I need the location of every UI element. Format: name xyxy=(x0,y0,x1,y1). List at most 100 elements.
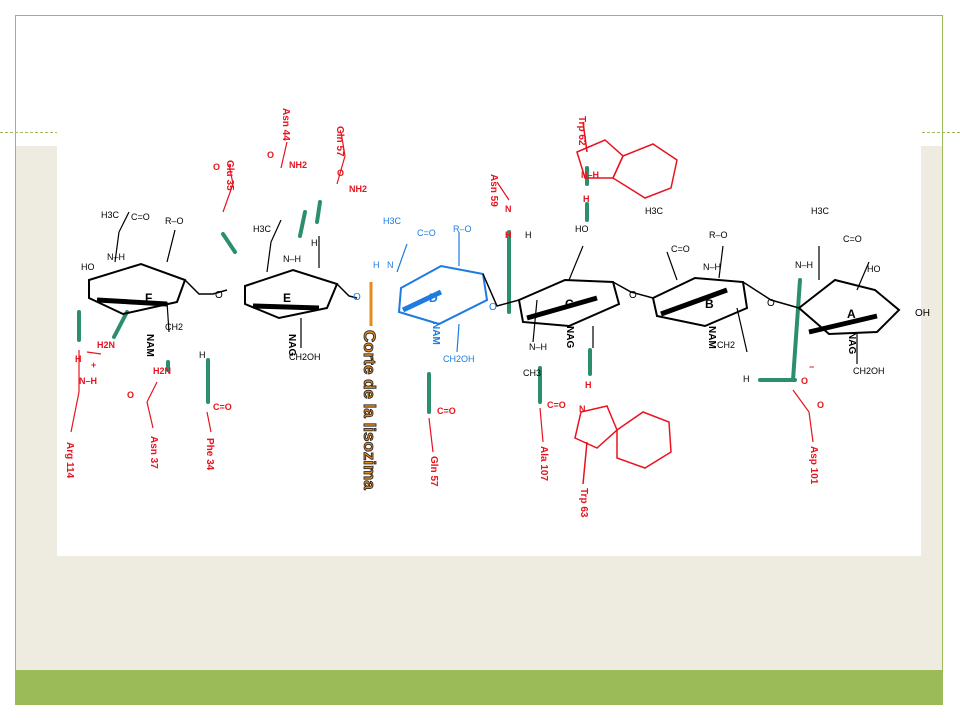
carbonyl-label: C=O xyxy=(843,234,862,244)
h-label: H xyxy=(525,230,532,240)
sugar-ring-e: E NAG xyxy=(244,268,339,356)
residue-asn44: Asn 44 xyxy=(280,108,291,141)
ring-type-label: NAG xyxy=(846,332,857,354)
ro-label: R–O xyxy=(453,224,472,234)
carbonyl-label: C=O xyxy=(417,228,436,238)
ring-letter: A xyxy=(847,307,856,321)
sugar-ring-f: F NAM xyxy=(88,262,187,357)
ring-type-label: NAM xyxy=(144,334,155,357)
charge-minus: − xyxy=(809,362,814,372)
residue-trp63: Trp 63 xyxy=(578,488,589,518)
h3c-label: H3C xyxy=(811,206,830,216)
residue-gln57: Gln 57 xyxy=(334,126,345,157)
trp63-indole xyxy=(574,405,672,485)
nh-label: N–H xyxy=(529,342,547,352)
h-label: H xyxy=(75,354,82,364)
bridge-oxygen: O xyxy=(767,298,775,309)
nh-label: N–H xyxy=(703,262,721,272)
ch2oh-label: CH2OH xyxy=(289,352,321,362)
residue-ala107: Ala 107 xyxy=(538,446,549,481)
ring-letter: F xyxy=(145,291,152,305)
n-label: N xyxy=(579,404,586,414)
ch2oh-label: CH2OH xyxy=(443,354,475,364)
hydrogen-bonds xyxy=(77,166,802,414)
ring-letter: B xyxy=(705,297,714,311)
footer-bar xyxy=(16,670,942,704)
ring-type-label: NAG xyxy=(564,326,575,348)
h3c-label: H3C xyxy=(101,210,120,220)
h2n-label: H2N xyxy=(153,366,171,376)
residue-phe34: Phe 34 xyxy=(204,438,215,471)
residue-trp62: Trp 62 xyxy=(576,116,587,146)
h-label: H xyxy=(583,194,590,204)
residue-gln57b: Gln 57 xyxy=(428,456,439,487)
terminal-oh: OH xyxy=(915,308,930,319)
sugar-ring-c: C NAG xyxy=(517,278,621,348)
ring-type-label: NAM xyxy=(430,322,441,345)
sugar-ring-d: D NAM xyxy=(397,264,489,345)
carbonyl-label: C=O xyxy=(671,244,690,254)
hydroxyl-label: HO xyxy=(81,262,95,272)
bridge-oxygen: O xyxy=(629,290,637,301)
o-label: O xyxy=(267,150,274,160)
substituent-bonds xyxy=(114,211,870,364)
ring-type-label: NAM xyxy=(706,326,717,349)
residue-glu35: Glu 35 xyxy=(224,160,235,191)
trp62-indole xyxy=(576,121,678,199)
carbonyl-label: C=O xyxy=(131,212,150,222)
h-label: H xyxy=(585,380,592,390)
h3c-label: H3C xyxy=(253,224,272,234)
residue-asp101: Asp 101 xyxy=(808,446,819,485)
carbonyl-label: C=O xyxy=(547,400,566,410)
residue-labels: H H2N + N–H H2N O C=O O NH2 O NH2 O C=O … xyxy=(75,150,824,416)
o-label: O xyxy=(337,168,344,178)
o-label: O xyxy=(817,400,824,410)
residue-arg114: Arg 114 xyxy=(64,442,75,479)
ch3-label: CH3 xyxy=(523,368,541,378)
glycosidic-bonds xyxy=(184,273,800,309)
ro-label: R–O xyxy=(709,230,728,240)
ring-letter: C xyxy=(565,297,574,311)
nh-label: N–H xyxy=(283,254,301,264)
h-label: H xyxy=(505,230,512,240)
ring-letter: E xyxy=(283,291,291,305)
cleavage-site-label: Corte de la lisozima xyxy=(360,330,379,490)
sugar-ring-b: B NAM xyxy=(651,276,749,349)
ch2-label: CH2 xyxy=(165,322,183,332)
residue-asn37: Asn 37 xyxy=(148,436,159,469)
nh-label: N–H xyxy=(795,260,813,270)
h2n-label: H2N xyxy=(97,340,115,350)
black-labels: H3C C=O R–O HO N–H CH2 H H3C N–H H CH2OH… xyxy=(81,206,885,384)
charge-plus: + xyxy=(91,360,96,370)
residue-asn59: Asn 59 xyxy=(488,174,499,207)
hydroxyl-label: HO xyxy=(867,264,881,274)
nh-label: N–H xyxy=(107,252,125,262)
ch2-label: CH2 xyxy=(717,340,735,350)
ring-type-label: NAG xyxy=(286,334,297,356)
h3c-label: H3C xyxy=(383,216,402,226)
ch2oh-label: CH2OH xyxy=(853,366,885,376)
h-label: H xyxy=(311,238,318,248)
bridge-oxygen: O xyxy=(489,302,497,313)
residue-names: Arg 114 Asn 37 Phe 34 Glu 35 Asn 44 Gln … xyxy=(64,108,819,518)
nh2-label: NH2 xyxy=(349,184,367,194)
hydroxyl-label: HO xyxy=(575,224,589,234)
bridge-oxygen: O xyxy=(353,292,361,303)
h-label: H xyxy=(743,374,750,384)
carbonyl-label: C=O xyxy=(213,402,232,412)
o-label: O xyxy=(801,376,808,386)
n-label: N xyxy=(387,260,394,270)
bridge-oxygen: O xyxy=(215,290,223,301)
sugar-ring-a: A NAG xyxy=(797,278,901,354)
ring-letter: D xyxy=(429,291,438,305)
h3c-label: H3C xyxy=(645,206,664,216)
o-label: O xyxy=(127,390,134,400)
n-label: N xyxy=(505,204,512,214)
h-label: H xyxy=(373,260,380,270)
carbonyl-label: C=O xyxy=(437,406,456,416)
lysozyme-substrate-diagram: F NAM E NAG D NAM C NAG B NAM A NAG xyxy=(57,108,930,556)
ro-label: R–O xyxy=(165,216,184,226)
ring-d-labels: H3C C=O R–O H N CH2OH xyxy=(373,216,475,364)
nh2-label: NH2 xyxy=(289,160,307,170)
nh-label: N–H xyxy=(581,170,599,180)
